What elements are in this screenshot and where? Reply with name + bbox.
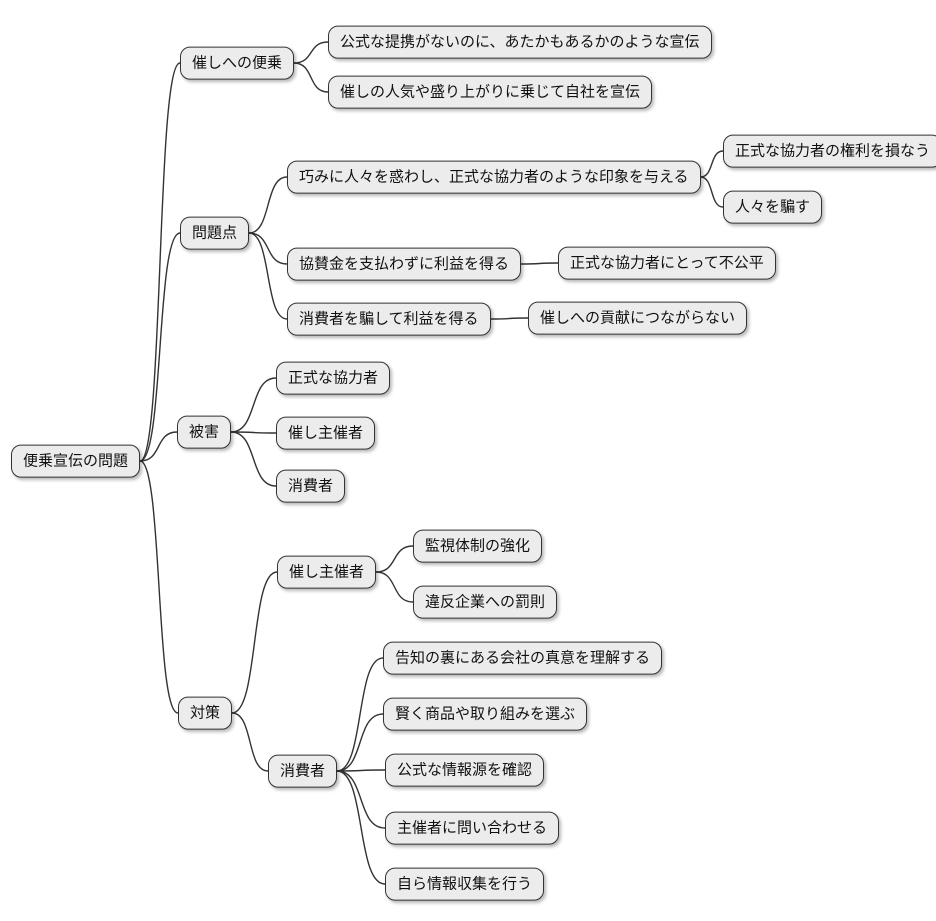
node-measures-consumers: 消費者 <box>268 754 338 788</box>
node-problems: 問題点 <box>180 216 250 250</box>
node-choose-products-wisely: 賢く商品や取り組みを選ぶ <box>383 697 588 731</box>
node-victims: 被害 <box>177 415 232 449</box>
node-strengthen-monitoring: 監視体制の強化 <box>413 529 543 563</box>
node-mislead-official-impression: 巧みに人々を惑わし、正式な協力者のような印象を与える <box>287 160 701 194</box>
node-measures-event-organizers: 催し主催者 <box>277 555 377 589</box>
node-profit-by-deceiving-consumers: 消費者を騙して利益を得る <box>287 302 491 336</box>
node-ride-popularity-ad: 催しの人気や盛り上がりに乗じて自社を宣伝 <box>328 75 653 109</box>
node-root-ambush-ad-problem: 便乗宣伝の問題 <box>11 444 141 478</box>
node-deceive-people: 人々を騙す <box>723 190 823 224</box>
node-understand-company-intent: 告知の裏にある会社の真意を理解する <box>383 641 663 675</box>
node-profit-without-sponsorship: 協賛金を支払わずに利益を得る <box>287 247 522 281</box>
node-false-affiliation-ad: 公式な提携がないのに、あたかもあるかのような宣伝 <box>328 25 712 59</box>
node-event-piggyback: 催しへの便乗 <box>180 46 295 80</box>
node-contact-organizer: 主催者に問い合わせる <box>385 811 560 845</box>
node-victim-official-partners: 正式な協力者 <box>276 361 391 395</box>
node-victim-event-organizers: 催し主催者 <box>276 416 376 450</box>
node-no-contribution-to-event: 催しへの貢献につながらない <box>528 301 748 335</box>
node-check-official-sources: 公式な情報源を確認 <box>385 753 545 787</box>
node-unfair-to-official-partners: 正式な協力者にとって不公平 <box>558 246 776 280</box>
node-countermeasures: 対策 <box>178 696 233 730</box>
node-penalties-for-violators: 違反企業への罰則 <box>413 585 558 619</box>
node-victim-consumers: 消費者 <box>276 469 346 503</box>
node-harm-official-partner-rights: 正式な協力者の権利を損なう <box>723 134 936 168</box>
node-gather-info-yourself: 自ら情報収集を行う <box>385 867 545 901</box>
